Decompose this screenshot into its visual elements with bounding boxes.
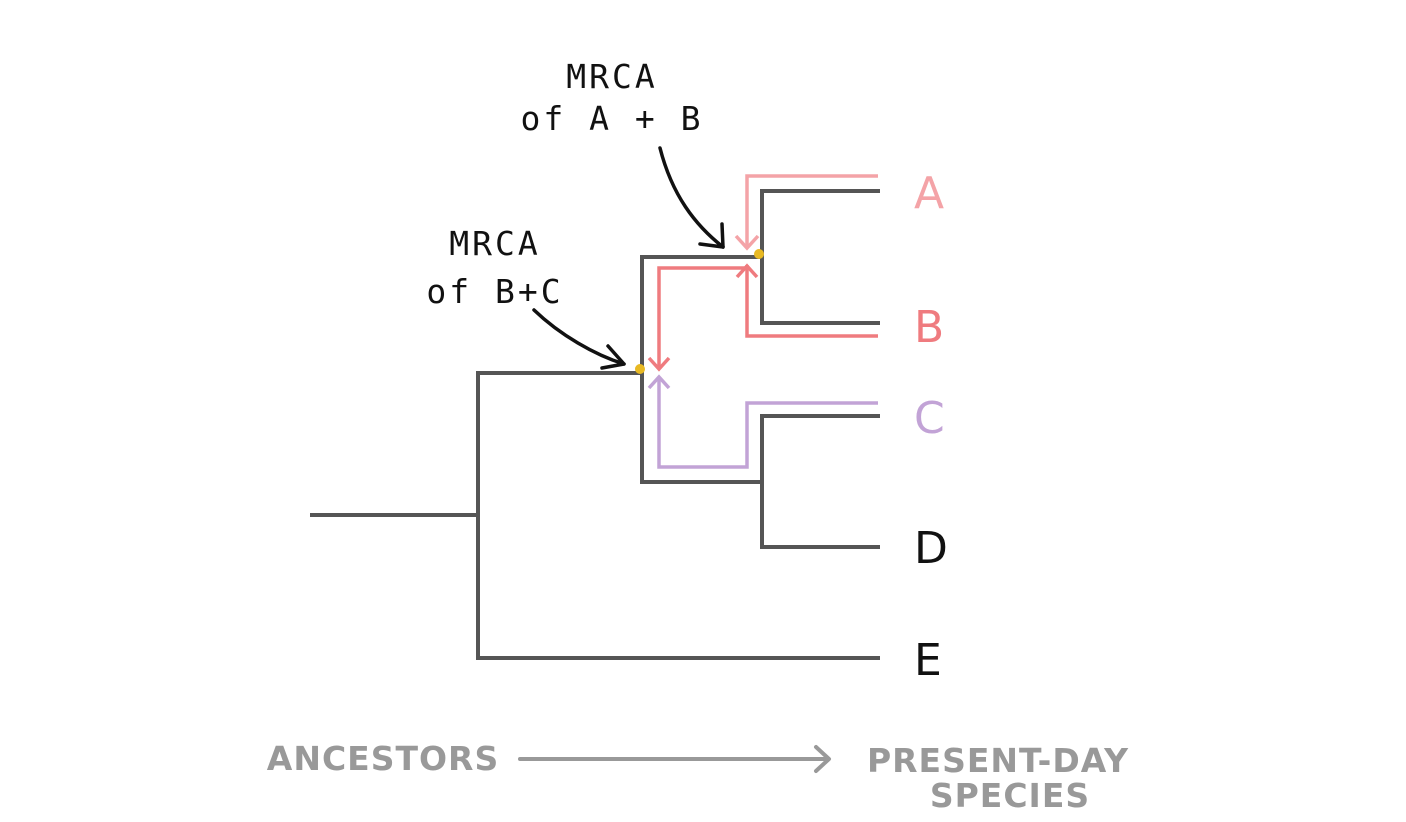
mrca-bc-line1: MRCA — [449, 224, 540, 263]
annotation-mrca-ab: MRCA of A + B — [521, 57, 725, 249]
tip-label-a: A — [914, 168, 944, 219]
mrca-ab-line1: MRCA — [566, 57, 657, 96]
trace-path-a — [745, 174, 878, 246]
mrca-ab-line2: of A + B — [521, 99, 704, 138]
trace-arrowhead-c — [647, 374, 671, 390]
trace-path-b-to-bc — [657, 266, 747, 368]
trace-path-b — [745, 265, 878, 338]
mrca-ab-node-dot — [754, 249, 764, 259]
axis-arrowhead — [814, 745, 831, 773]
mrca-bc-arrowhead — [600, 344, 626, 370]
annotation-mrca-bc: MRCA of B+C — [426, 224, 626, 370]
trace-paths — [647, 174, 878, 469]
axis-start-label: ANCESTORS — [267, 739, 499, 778]
time-axis: ANCESTORS PRESENT-DAY SPECIES — [267, 739, 1129, 815]
axis-end-label-line1: PRESENT-DAY — [867, 741, 1129, 780]
tip-label-c: C — [914, 393, 945, 444]
trace-path-c — [657, 378, 878, 469]
mrca-bc-arrow — [532, 308, 626, 366]
trace-arrowhead-b-up — [735, 263, 759, 279]
mrca-ab-arrow — [658, 146, 725, 249]
mrca-bc-node-dot — [635, 364, 645, 374]
tip-label-e: E — [914, 635, 942, 686]
tree-branches — [310, 189, 880, 660]
tip-label-b: B — [914, 302, 944, 353]
mrca-ab-arrowhead — [698, 222, 725, 249]
trace-arrowhead-b-down — [647, 356, 671, 372]
tip-labels: A B C D E — [914, 168, 948, 686]
mrca-bc-line2: of B+C — [426, 272, 563, 311]
trace-arrowhead-a — [734, 234, 760, 251]
tip-label-d: D — [914, 523, 948, 574]
axis-end-label-line2: SPECIES — [930, 776, 1090, 815]
